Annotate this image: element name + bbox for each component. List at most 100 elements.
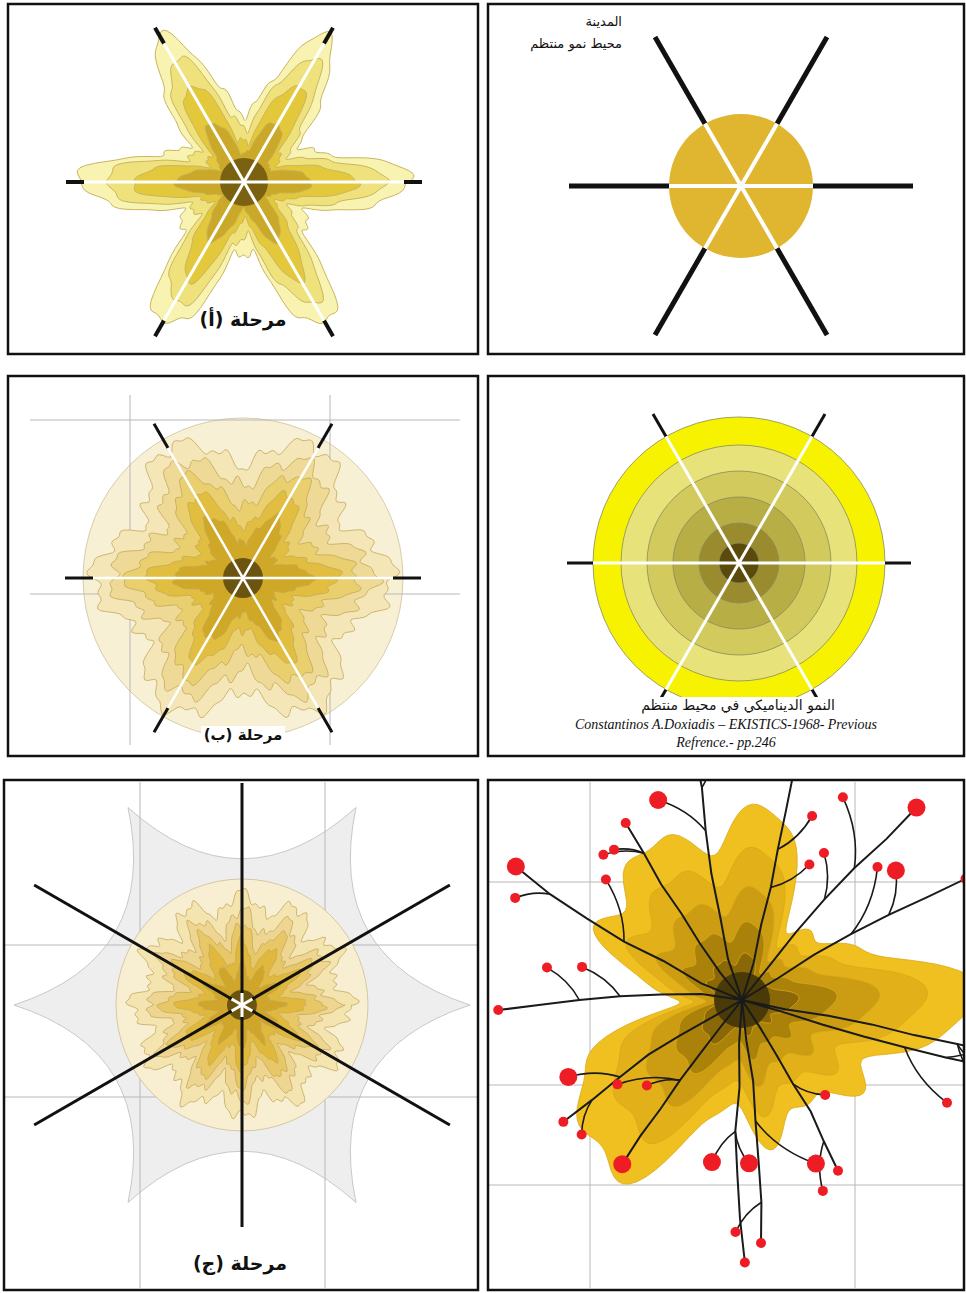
route-line [606,880,624,942]
settlement-dot [807,1155,825,1173]
settlement-dot [558,1117,568,1127]
road-line [84,181,244,184]
road-line [741,184,813,188]
stage-c-figure [5,782,477,1288]
route-line [516,867,742,1001]
road-line [164,43,244,182]
urban-area [577,804,963,1184]
city-core [227,990,257,1020]
growth-band [146,907,345,1105]
settlement-dot [820,1090,830,1100]
stage-b-figure [30,395,460,745]
settlement-dot [649,791,667,809]
settlement-dot [577,962,587,972]
road-line [65,577,93,580]
route-line [647,1080,680,1086]
figure-label: محيط نمو منتظم [482,36,622,52]
growth-ring [593,417,885,709]
growth-band [77,30,414,323]
road-line [739,562,885,565]
route-line [742,808,917,1001]
road-line [741,186,777,248]
road-line [653,414,666,437]
road-line [655,37,705,124]
road-line [666,563,739,689]
growth-band [110,458,384,703]
road-line [34,885,231,999]
figure-label: مرحلة (ج) [190,1252,290,1276]
road-line [813,184,913,189]
settlement-dot [493,1005,503,1015]
road-line [777,248,827,335]
figure-label: المدينة [482,14,622,30]
road-line [242,1005,252,1011]
settlement-dot [598,850,608,860]
route-line [515,893,550,898]
route-line [793,1084,825,1095]
road-line [252,885,449,999]
route-line [582,967,620,996]
route-line [622,1000,742,1164]
road-line [393,577,421,580]
settlement-dot [818,1186,828,1196]
road-line [318,708,332,732]
route-line [547,968,579,1000]
road-line [404,180,422,184]
figure-label: مرحلة (ب) [201,726,286,745]
route-line [498,994,742,1010]
settlement-dot [740,1154,758,1172]
reference-note: Constantinos A.Doxiadis – EKISTICS-1968-… [543,716,909,751]
road-line [705,186,741,248]
dynamic-growth-figure [567,414,911,712]
road-line [324,321,333,337]
settlement-dot [621,818,631,828]
growth-band [87,438,400,718]
route-line [742,879,963,1000]
settlement-dot [804,860,814,870]
settlement-dot [507,858,525,876]
road-line [232,1005,242,1011]
city-figure [569,37,913,335]
road-line [244,182,324,321]
route-line [957,1044,963,1096]
stage-a-figure [66,28,422,336]
settlement-dot [872,862,882,872]
road-line [243,448,318,578]
road-line [318,424,332,448]
road-line [885,562,911,565]
road-line [155,321,164,337]
figure-label: مرحلة (أ) [163,308,323,332]
panel-frames [4,4,964,1290]
road-line [242,999,252,1005]
road-line [739,437,812,563]
road-line [168,578,243,708]
road-line [739,563,812,689]
settlement-dot [942,1098,952,1108]
city-circle [669,114,813,258]
road-line [154,708,168,732]
road-line [593,562,739,565]
grid-line [590,782,591,1288]
grid-line [30,420,460,421]
road-line [777,37,827,124]
route-line [736,1202,762,1232]
growth-band [134,86,360,284]
route-line [702,781,718,788]
road-line [244,43,324,182]
grid-line [489,1185,963,1186]
settlement-dot [613,1155,631,1173]
settlement-dot [908,799,926,817]
settlement-dot [612,1079,622,1089]
route-line [742,1000,761,1243]
route-line [771,865,810,888]
road-line [232,999,242,1005]
road-line [324,28,333,44]
settlement-dot [642,1081,652,1091]
growth-band [174,936,306,1073]
road-line [241,783,244,993]
network-figure [489,781,963,1288]
road-line [812,414,825,437]
route-line [824,853,828,899]
road-line [154,424,168,448]
